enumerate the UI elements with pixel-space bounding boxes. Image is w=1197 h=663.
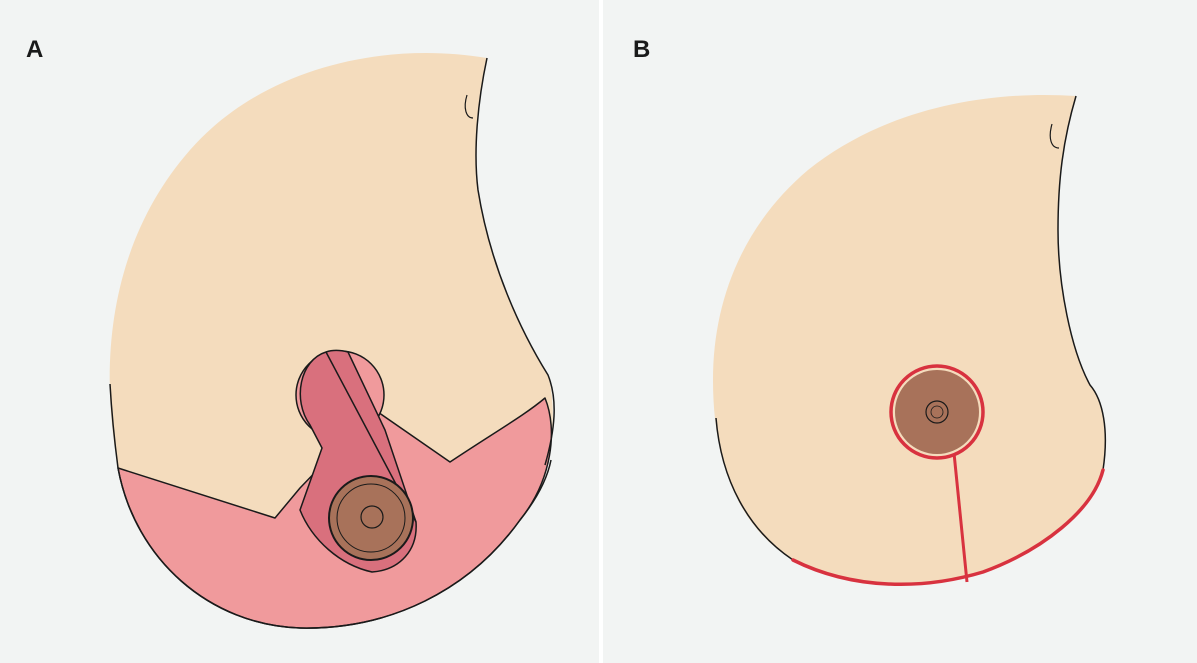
nipple (926, 401, 948, 423)
panel-a-illustration (0, 0, 599, 663)
panel-a: A (0, 0, 599, 663)
panel-b-illustration (603, 0, 1197, 663)
nipple (361, 506, 383, 528)
breast-outline (713, 95, 1105, 584)
panel-b: B (603, 0, 1197, 663)
